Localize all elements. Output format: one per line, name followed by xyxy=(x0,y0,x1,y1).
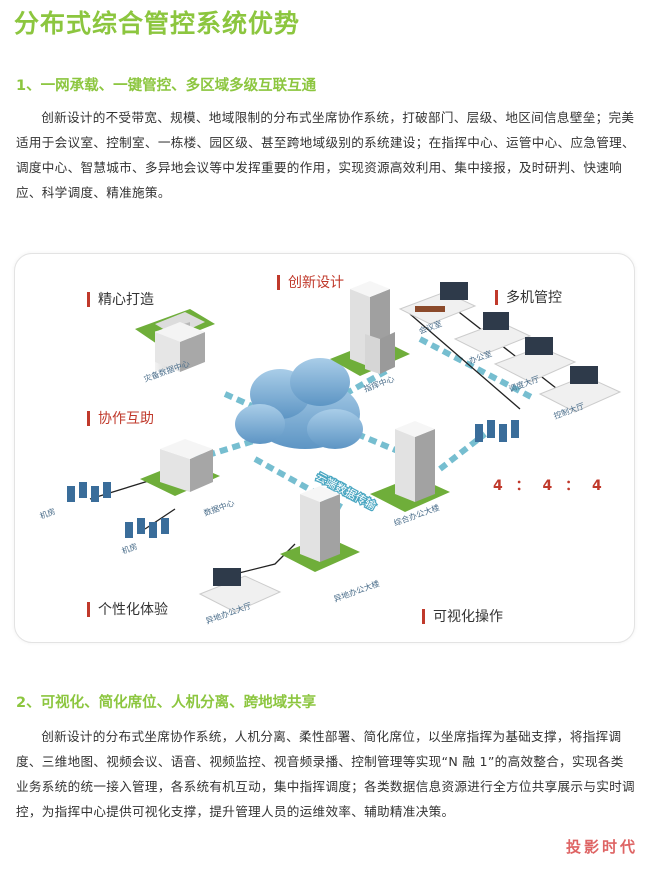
diagram-artwork: 云端数据传输 xyxy=(38,281,622,626)
command-center-building xyxy=(330,281,410,376)
data-center-building xyxy=(140,439,220,496)
server-rack-lower-icon xyxy=(125,518,169,538)
section2-heading: 2、可视化、简化席位、人机分离、跨地域共享 xyxy=(16,695,317,711)
ratio-label: 4 ： 4 ： 4 xyxy=(493,478,606,494)
page-title: 分布式综合管控系统优势 xyxy=(14,9,301,38)
remote-building xyxy=(280,486,360,572)
watermark-logo: 投影时代 xyxy=(565,838,638,856)
feature-collaboration: 协作互助 xyxy=(87,408,154,428)
node-label-server-room-2: 机房 xyxy=(120,541,138,556)
dispatch-hall-icon xyxy=(493,337,577,383)
feature-visual-ops: 可视化操作 xyxy=(422,606,503,626)
feature-personalized: 个性化体验 xyxy=(87,599,168,619)
complex-building xyxy=(370,421,450,512)
node-label-data-center: 数据中心 xyxy=(202,498,235,518)
office-icon xyxy=(453,312,532,355)
control-hall-icon xyxy=(538,366,622,413)
section1-body: 创新设计的不受带宽、规模、地域限制的分布式坐席协作系统，打破部门、层级、地区间信… xyxy=(16,110,635,200)
feature-multi-control: 多机管控 xyxy=(495,287,562,307)
server-rack-right-icon xyxy=(475,420,519,442)
node-label-server-room-1: 机房 xyxy=(38,506,56,521)
section1-heading: 1、一网承载、一键管控、多区域多级互联互通 xyxy=(16,78,317,94)
meeting-room-icon xyxy=(398,282,477,325)
network-diagram: 云端数据传输 xyxy=(14,253,635,643)
node-label-remote-building: 异地办公大楼 xyxy=(332,578,381,604)
node-label-command-center: 指挥中心 xyxy=(362,374,395,394)
disaster-center-building xyxy=(135,309,215,372)
server-rack-left-icon xyxy=(67,482,111,502)
section2-body: 创新设计的分布式坐席协作系统，人机分离、柔性部署、简化席位，以坐席指挥为基础支撑… xyxy=(16,729,635,819)
cloud-icon xyxy=(235,358,363,449)
feature-craft: 精心打造 xyxy=(87,289,154,309)
remote-hall-icon xyxy=(198,568,282,613)
feature-innovation: 创新设计 xyxy=(277,272,344,292)
